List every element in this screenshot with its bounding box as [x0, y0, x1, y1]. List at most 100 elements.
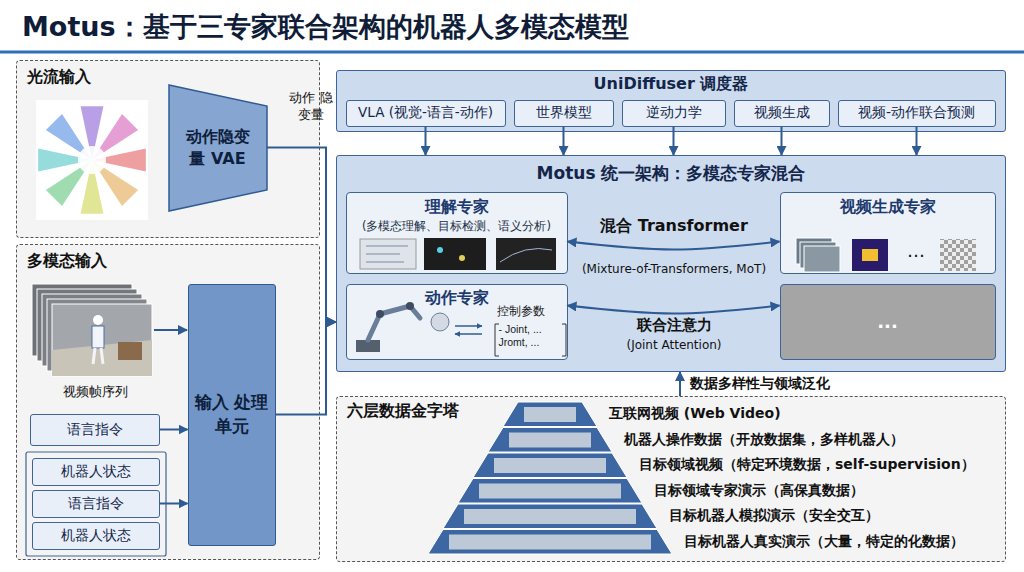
- robot-leg: [101, 348, 103, 364]
- thumb-line: [366, 262, 404, 263]
- thumb-line: [366, 246, 408, 247]
- connector: [425, 127, 427, 156]
- vae-shape: [168, 84, 268, 212]
- pyramid-layer: [458, 479, 642, 504]
- node-text: 控制参数: [497, 303, 545, 320]
- node-title: 视频-动作联合预测: [858, 104, 975, 122]
- connector: [679, 372, 681, 396]
- flow-wedge: [46, 114, 92, 160]
- pyramid-layer: [473, 453, 627, 478]
- process-box: 输入 处理单元: [188, 284, 276, 546]
- frame: [37, 289, 137, 361]
- annotation-label: (Mixture-of-Transformers, MoT): [564, 262, 784, 276]
- exchange-arrow: [455, 333, 482, 335]
- bracket: [562, 324, 566, 356]
- arm-base: [356, 340, 380, 352]
- pyramid-level-label: 目标领域专家演示（高保真数据）: [654, 482, 864, 500]
- video-gen-images: [796, 238, 976, 272]
- layer-image: [509, 433, 591, 448]
- module-box: UniDiffuser 调度器VLA (视觉-语言-动作)世界模型逆动力学视频生…: [336, 70, 1006, 132]
- heatmap-core: [862, 249, 878, 261]
- node-title: 逆动力学: [646, 104, 702, 122]
- expert-box: 理解专家(多模态理解、目标检测、语义分析): [346, 192, 568, 274]
- checker-image: [940, 239, 976, 271]
- pyramid-layer: [488, 428, 612, 453]
- node-title: 机器人状态: [61, 527, 131, 545]
- node-title: 视频生成: [754, 104, 810, 122]
- node-title: Motus 统一架构：多模态专家混合: [537, 162, 806, 185]
- arm-joint: [376, 310, 384, 318]
- node-text: - Joint, ... Jromt, ...: [499, 323, 567, 350]
- vae-trapezoid-outline: [169, 85, 267, 211]
- frame: [52, 304, 152, 376]
- diagram-title: Motus：基于三专家联合架构的机器人多模态模型: [22, 9, 629, 45]
- connector: [568, 242, 780, 250]
- thumb-line: [366, 254, 400, 255]
- edge-label: 联合注意力: [574, 316, 774, 335]
- understanding-images: [360, 238, 556, 270]
- group-panel: 光流输入动作隐变量 VAE: [16, 60, 320, 238]
- process-box: VLA (视觉-语言-动作): [346, 100, 506, 127]
- node-title: 视频生成专家: [840, 197, 936, 218]
- heatmap: [852, 239, 888, 271]
- process-box: 机器人状态: [32, 522, 160, 550]
- node-title: 动作专家: [425, 288, 489, 309]
- edge-label: 混合 Transformer: [574, 216, 774, 237]
- flow-center: [78, 146, 106, 174]
- frame: [804, 246, 840, 272]
- flow-canvas: [36, 100, 148, 220]
- flow-wedge: [81, 106, 104, 160]
- annotation-label: …: [896, 240, 936, 261]
- robot-head: [93, 315, 103, 325]
- node-title: 动作隐变量 VAE: [181, 126, 255, 169]
- node-title: 机器人状态: [61, 463, 131, 481]
- process-box: 逆动力学: [622, 100, 726, 127]
- arm-joint: [406, 302, 414, 310]
- pyramid-level-label: 互联网视频 (Web Video): [609, 405, 781, 423]
- connector: [568, 306, 780, 314]
- layer-image: [464, 509, 636, 524]
- layer-image: [479, 484, 621, 499]
- thumb: [360, 239, 416, 269]
- annotation-label: 视频帧序列: [40, 383, 150, 401]
- connector: [160, 429, 188, 431]
- exchange-arrow: [455, 325, 482, 327]
- robot-arm: [356, 302, 566, 356]
- process-box: 语言指令: [30, 414, 160, 446]
- pyramid-layer: [443, 504, 657, 529]
- connector: [267, 148, 337, 323]
- process-box: 世界模型: [514, 100, 614, 127]
- thumb: [496, 238, 556, 270]
- flow-wedge: [92, 149, 146, 172]
- vae-trapezoid: 动作隐变量 VAE: [168, 84, 268, 212]
- connector: [563, 127, 565, 156]
- robot-body: [92, 326, 104, 348]
- node-title: 六层数据金字塔: [347, 401, 459, 422]
- frame: [42, 294, 142, 366]
- connector: [916, 127, 918, 156]
- node-title: 语言指令: [68, 495, 124, 513]
- frame: [800, 242, 836, 268]
- layer-image: [494, 458, 606, 473]
- node-title: ...: [877, 311, 898, 332]
- group-panel: 六层数据金字塔: [336, 396, 1006, 562]
- connector: [673, 127, 675, 156]
- expert-box: 动作专家控制参数 - Joint, ... Jromt, ...: [346, 284, 568, 360]
- process-box: 视频-动作联合预测: [838, 100, 996, 127]
- group-panel: 多模态输入语言指令机器人状态语言指令机器人状态输入 处理单元: [16, 244, 320, 560]
- title-rule: [0, 51, 1024, 54]
- frame: [47, 299, 147, 371]
- process-box: 机器人状态: [32, 458, 160, 486]
- thumb-dot: [459, 255, 465, 261]
- connector: [160, 503, 188, 505]
- node-title: 世界模型: [536, 104, 592, 122]
- thumb: [424, 238, 486, 270]
- flow-wedge: [92, 114, 138, 160]
- annotation-label: (Joint Attention): [564, 338, 784, 352]
- process-box: 视频生成: [734, 100, 830, 127]
- node-title: 输入 处理单元: [191, 391, 273, 439]
- robot-head: [431, 313, 449, 331]
- thumb-streak: [500, 249, 552, 263]
- edge-label: 动作 隐变量: [288, 90, 334, 124]
- connector: [276, 322, 337, 415]
